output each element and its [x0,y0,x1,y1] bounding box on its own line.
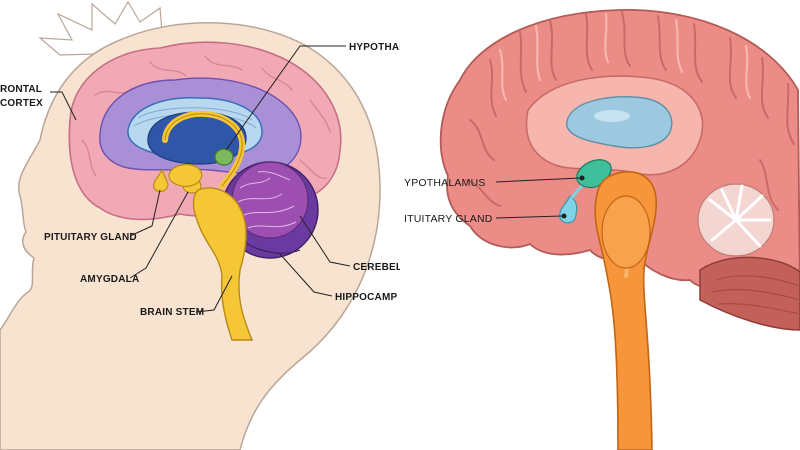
right-ventricle-highlight [594,110,630,122]
fornix-outline [164,113,243,187]
brain-stem-leader [195,275,233,313]
left-illustration: RONTAL CORTEX HYPOTHAL PITUITARY GLAND A… [0,0,400,450]
right-gyri [465,11,795,211]
label-cerebellum: CEREBEL [353,262,400,273]
right-ventricle [565,96,673,149]
brain-stem-shape [192,187,254,341]
label-pituitary-gland: PITUITARY GLAND [44,232,137,243]
right-label-hypothalamus: YPOTHALAMUS [404,177,486,189]
right-cerebellum-folds [711,275,800,315]
amygdala-leader [129,191,189,279]
label-frontal-cortex-line1: RONTAL [0,84,42,95]
label-brain-stem: BRAIN STEM [140,307,204,318]
right-cerebellum-dark [699,256,800,331]
hypothalamus-leader [225,45,346,151]
left-brain-diagram: RONTAL CORTEX HYPOTHAL PITUITARY GLAND A… [0,0,400,450]
right-cerebellum-arbor [697,183,775,257]
hypothalamus-shape [214,148,234,166]
thalamus-shape [168,163,203,187]
label-hypothalamus: HYPOTHAL [349,42,400,53]
label-amygdala: AMYGDALA [80,274,139,285]
label-hippocampus: HIPPOCAMP [335,292,397,303]
right-pons [601,195,651,269]
right-gyri-highlights [498,12,752,102]
right-infundibulum [570,184,584,199]
right-hypothalamus-dot [579,175,585,181]
hippocampus-leader [279,253,333,297]
right-hypothalamus-leader [495,177,581,183]
frontal-cortex-leader [50,91,77,121]
cerebellum-leader [299,215,351,267]
right-illustration: YPOTHALAMUS ITUITARY GLAND [404,9,800,450]
right-pituitary-leader [495,215,563,219]
right-brain-diagram: YPOTHALAMUS ITUITARY GLAND [400,0,800,450]
label-frontal-cortex-line2: CORTEX [0,98,43,109]
right-pituitary-dot [561,213,567,219]
pituitary-leader [129,189,161,237]
pituitary-shape [153,168,169,193]
right-label-pituitary-gland: ITUITARY GLAND [404,213,493,225]
